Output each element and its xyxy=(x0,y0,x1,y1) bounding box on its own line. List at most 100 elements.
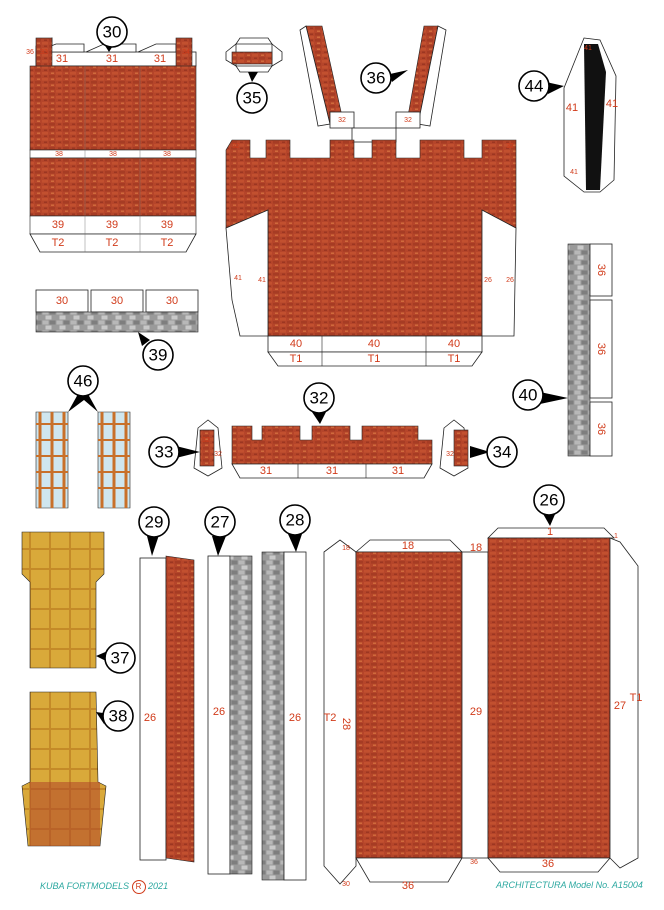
footer-brand: KUBA FORTMODELS R 2021 xyxy=(40,880,168,894)
main-small-2: 32 xyxy=(404,117,412,124)
p27-label: 26 xyxy=(213,706,225,718)
footer-brand-name: KUBA FORTMODELS xyxy=(40,881,130,891)
p30-T-3: T2 xyxy=(161,237,174,249)
footer-model: ARCHITECTURA Model No. A15004 xyxy=(496,880,643,890)
p32-bot-2: 31 xyxy=(326,465,338,477)
p26-side-27: 27 xyxy=(614,700,626,712)
part-34: 32 xyxy=(439,419,469,477)
part-44: 41 41 41 41 xyxy=(563,37,618,193)
main-T-3: T1 xyxy=(448,353,461,365)
p26-top-4: 1 xyxy=(547,526,553,538)
main-side-41b: 41 xyxy=(258,277,266,284)
svg-text:37: 37 xyxy=(111,649,130,668)
p30-T-2: T2 xyxy=(106,237,119,249)
p26-bot-1: 36 xyxy=(402,880,414,892)
part-number-39: 39 xyxy=(138,332,174,371)
p28-label: 26 xyxy=(289,712,301,724)
p39-top-3: 30 xyxy=(166,295,178,307)
p30-bot-3: 39 xyxy=(161,219,173,231)
part-main-wall: 40 40 40 T1 T1 T1 41 41 26 26 32 32 32 3… xyxy=(225,25,517,367)
footer-year: 2021 xyxy=(148,881,169,891)
svg-text:28: 28 xyxy=(286,511,305,530)
part-40: 36 36 36 xyxy=(567,243,613,457)
p26-top-3: 18 xyxy=(470,542,482,554)
p30-mid-1: 38 xyxy=(55,151,63,158)
svg-text:36: 36 xyxy=(367,69,386,88)
part-26: 18 18 18 1 1 T2 28 29 27 T1 36 36 36 30 xyxy=(324,526,643,892)
part-number-33: 33 xyxy=(148,436,200,468)
main-bot-3: 40 xyxy=(448,338,460,350)
part-number-37: 37 xyxy=(96,642,136,674)
svg-text:32: 32 xyxy=(310,389,329,408)
part-30: 31 31 31 38 38 38 39 39 39 T2 T2 T2 36 3… xyxy=(26,37,197,253)
part-29: 26 xyxy=(139,555,195,863)
p33-label-1: 32 xyxy=(202,437,210,444)
p30-bot-1: 39 xyxy=(52,219,64,231)
p44-label-4: 41 xyxy=(570,169,578,176)
main-side-26a: 26 xyxy=(484,277,492,284)
part-number-46: 46 xyxy=(67,365,99,412)
p30-mid-3: 38 xyxy=(163,151,171,158)
part-27: 26 xyxy=(207,555,253,875)
p30-mid-2: 38 xyxy=(109,151,117,158)
main-bot-2: 40 xyxy=(368,338,380,350)
p40-label-1: 36 xyxy=(595,264,607,276)
p40-label-2: 36 xyxy=(595,343,607,355)
p30-side-36: 36 xyxy=(26,49,34,56)
main-small-3: 32 xyxy=(232,143,240,150)
part-33: 32 32 xyxy=(193,419,223,477)
svg-text:33: 33 xyxy=(155,443,174,462)
svg-text:38: 38 xyxy=(109,707,128,726)
p44-label-3: 41 xyxy=(584,45,592,52)
part-38 xyxy=(21,691,107,847)
svg-text:35: 35 xyxy=(243,89,262,108)
part-number-26: 26 xyxy=(533,484,565,526)
part-number-29: 29 xyxy=(138,506,170,556)
p32-bot-3: 31 xyxy=(392,465,404,477)
svg-text:34: 34 xyxy=(493,443,512,462)
p30-tab-2: 31 xyxy=(106,53,118,65)
p30-side-33: 33 xyxy=(40,49,48,56)
svg-text:39: 39 xyxy=(149,346,168,365)
part-number-40: 40 xyxy=(512,379,568,411)
part-number-30: 30 xyxy=(96,16,128,52)
p32-bot-1: 31 xyxy=(260,465,272,477)
p29-label: 26 xyxy=(144,712,156,724)
p26-top-2: 18 xyxy=(402,540,414,552)
main-side-26b: 26 xyxy=(506,277,514,284)
part-number-32: 32 xyxy=(303,382,335,424)
svg-text:26: 26 xyxy=(540,491,559,510)
main-side-41a: 41 xyxy=(234,275,242,282)
p30-side-34: 34 xyxy=(182,49,190,56)
registered-mark: R xyxy=(131,880,146,894)
main-small-4: 32 xyxy=(506,143,514,150)
p33-label-2: 32 xyxy=(214,451,222,458)
part-number-35: 35 xyxy=(236,72,268,114)
part-39: 30 30 30 xyxy=(35,289,199,333)
part-number-44: 44 xyxy=(518,70,564,102)
part-number-34: 34 xyxy=(470,436,518,468)
main-T-2: T1 xyxy=(368,353,381,365)
p34-label: 32 xyxy=(446,451,454,458)
p26-bot-2: 36 xyxy=(470,859,478,866)
p26-bot-4: 30 xyxy=(342,881,350,888)
p26-side-T2: T2 xyxy=(324,712,337,724)
part-46 xyxy=(35,411,131,509)
p26-bot-3: 36 xyxy=(542,858,554,870)
part-32: 31 31 31 xyxy=(231,425,433,479)
main-T-1: T1 xyxy=(290,353,303,365)
p40-label-3: 36 xyxy=(595,423,607,435)
svg-text:27: 27 xyxy=(211,513,230,532)
main-bot-1: 40 xyxy=(290,338,302,350)
part-number-38: 38 xyxy=(96,700,134,732)
p30-T-1: T2 xyxy=(52,237,65,249)
part-35 xyxy=(225,37,283,73)
part-number-28: 28 xyxy=(279,504,311,552)
part-number-27: 27 xyxy=(204,506,236,556)
p26-side-29: 29 xyxy=(470,706,482,718)
p39-top-2: 30 xyxy=(111,295,123,307)
p30-bot-2: 39 xyxy=(106,219,118,231)
p26-top-1: 18 xyxy=(342,545,350,552)
p44-label-1: 41 xyxy=(566,102,578,114)
